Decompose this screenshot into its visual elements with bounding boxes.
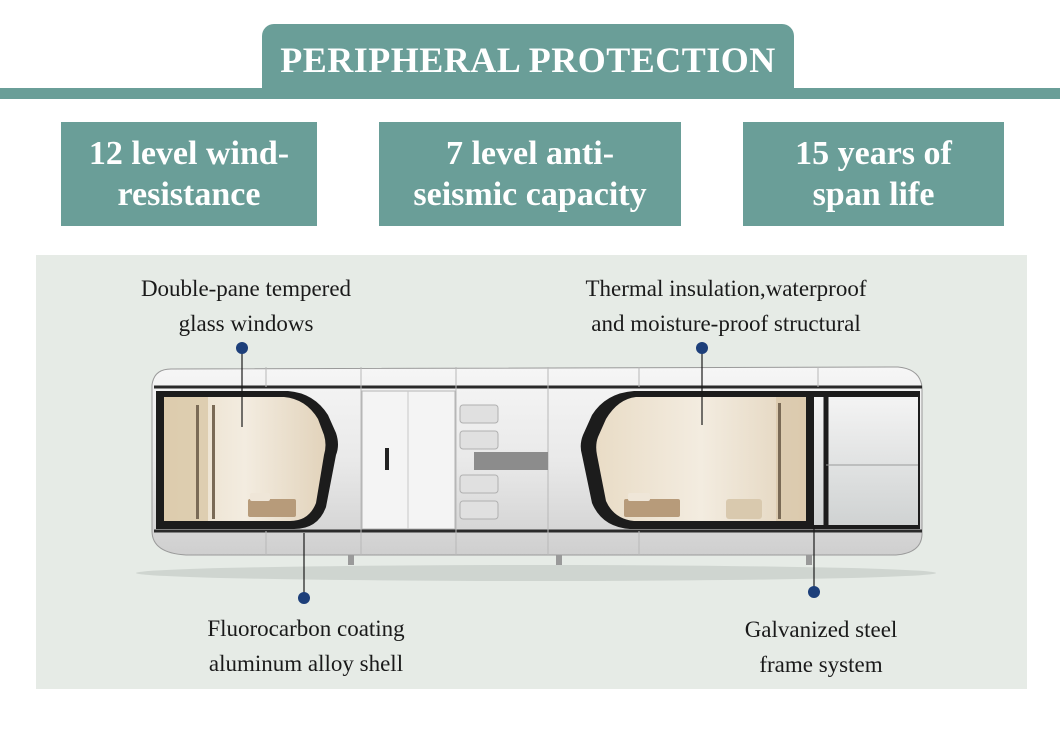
marker-dot: [236, 342, 248, 354]
left-bed: [248, 499, 296, 517]
feature-line: 15 years of: [795, 135, 952, 172]
door-handle: [385, 448, 389, 470]
feature-line: span life: [812, 176, 935, 213]
page-title: PERIPHERAL PROTECTION: [280, 39, 776, 80]
right-bed: [624, 499, 680, 517]
vent-louvres: [459, 404, 499, 520]
callout-insulation: Thermal insulation,waterproof and moistu…: [566, 271, 886, 341]
ground-shadow: [136, 565, 936, 581]
callout-coating: Fluorocarbon coating aluminum alloy shel…: [191, 611, 421, 681]
callout-line: Double-pane tempered: [140, 276, 352, 301]
callout-line: frame system: [759, 652, 883, 677]
callout-line: Galvanized steel: [744, 617, 898, 642]
feature-line: 12 level wind-: [88, 135, 290, 172]
marker-dot: [696, 342, 708, 354]
feature-anti-seismic: 7 level anti- seismic capacity: [379, 122, 681, 226]
capsule-house-illustration: [136, 342, 936, 604]
callout-line: glass windows: [178, 311, 314, 336]
callout-markers: [236, 342, 820, 604]
header-tab: PERIPHERAL PROTECTION: [262, 24, 794, 99]
feature-line: resistance: [117, 176, 261, 213]
callout-line: aluminum alloy shell: [208, 651, 404, 676]
feature-wind-resistance: 12 level wind- resistance: [61, 122, 317, 226]
callout-line: Fluorocarbon coating: [207, 616, 405, 641]
right-window-glass: [596, 397, 806, 521]
marker-dot: [808, 586, 820, 598]
feature-span-life: 15 years of span life: [743, 122, 1004, 226]
callout-windows: Double-pane tempered glass windows: [126, 271, 366, 341]
support-feet: [348, 555, 812, 565]
product-diagram-panel: Double-pane tempered glass windows Therm…: [36, 255, 1027, 689]
light-strip: [474, 452, 548, 470]
feature-line: seismic capacity: [413, 176, 647, 213]
callout-line: and moisture-proof structural: [591, 311, 861, 336]
lounge-chair: [726, 499, 762, 519]
callout-leaders: [241, 349, 815, 597]
callout-frame: Galvanized steel frame system: [726, 612, 916, 682]
callout-line: Thermal insulation,waterproof: [585, 276, 867, 301]
feature-line: 7 level anti-: [445, 135, 615, 172]
marker-dot: [298, 592, 310, 604]
balcony-glass: [814, 397, 918, 525]
